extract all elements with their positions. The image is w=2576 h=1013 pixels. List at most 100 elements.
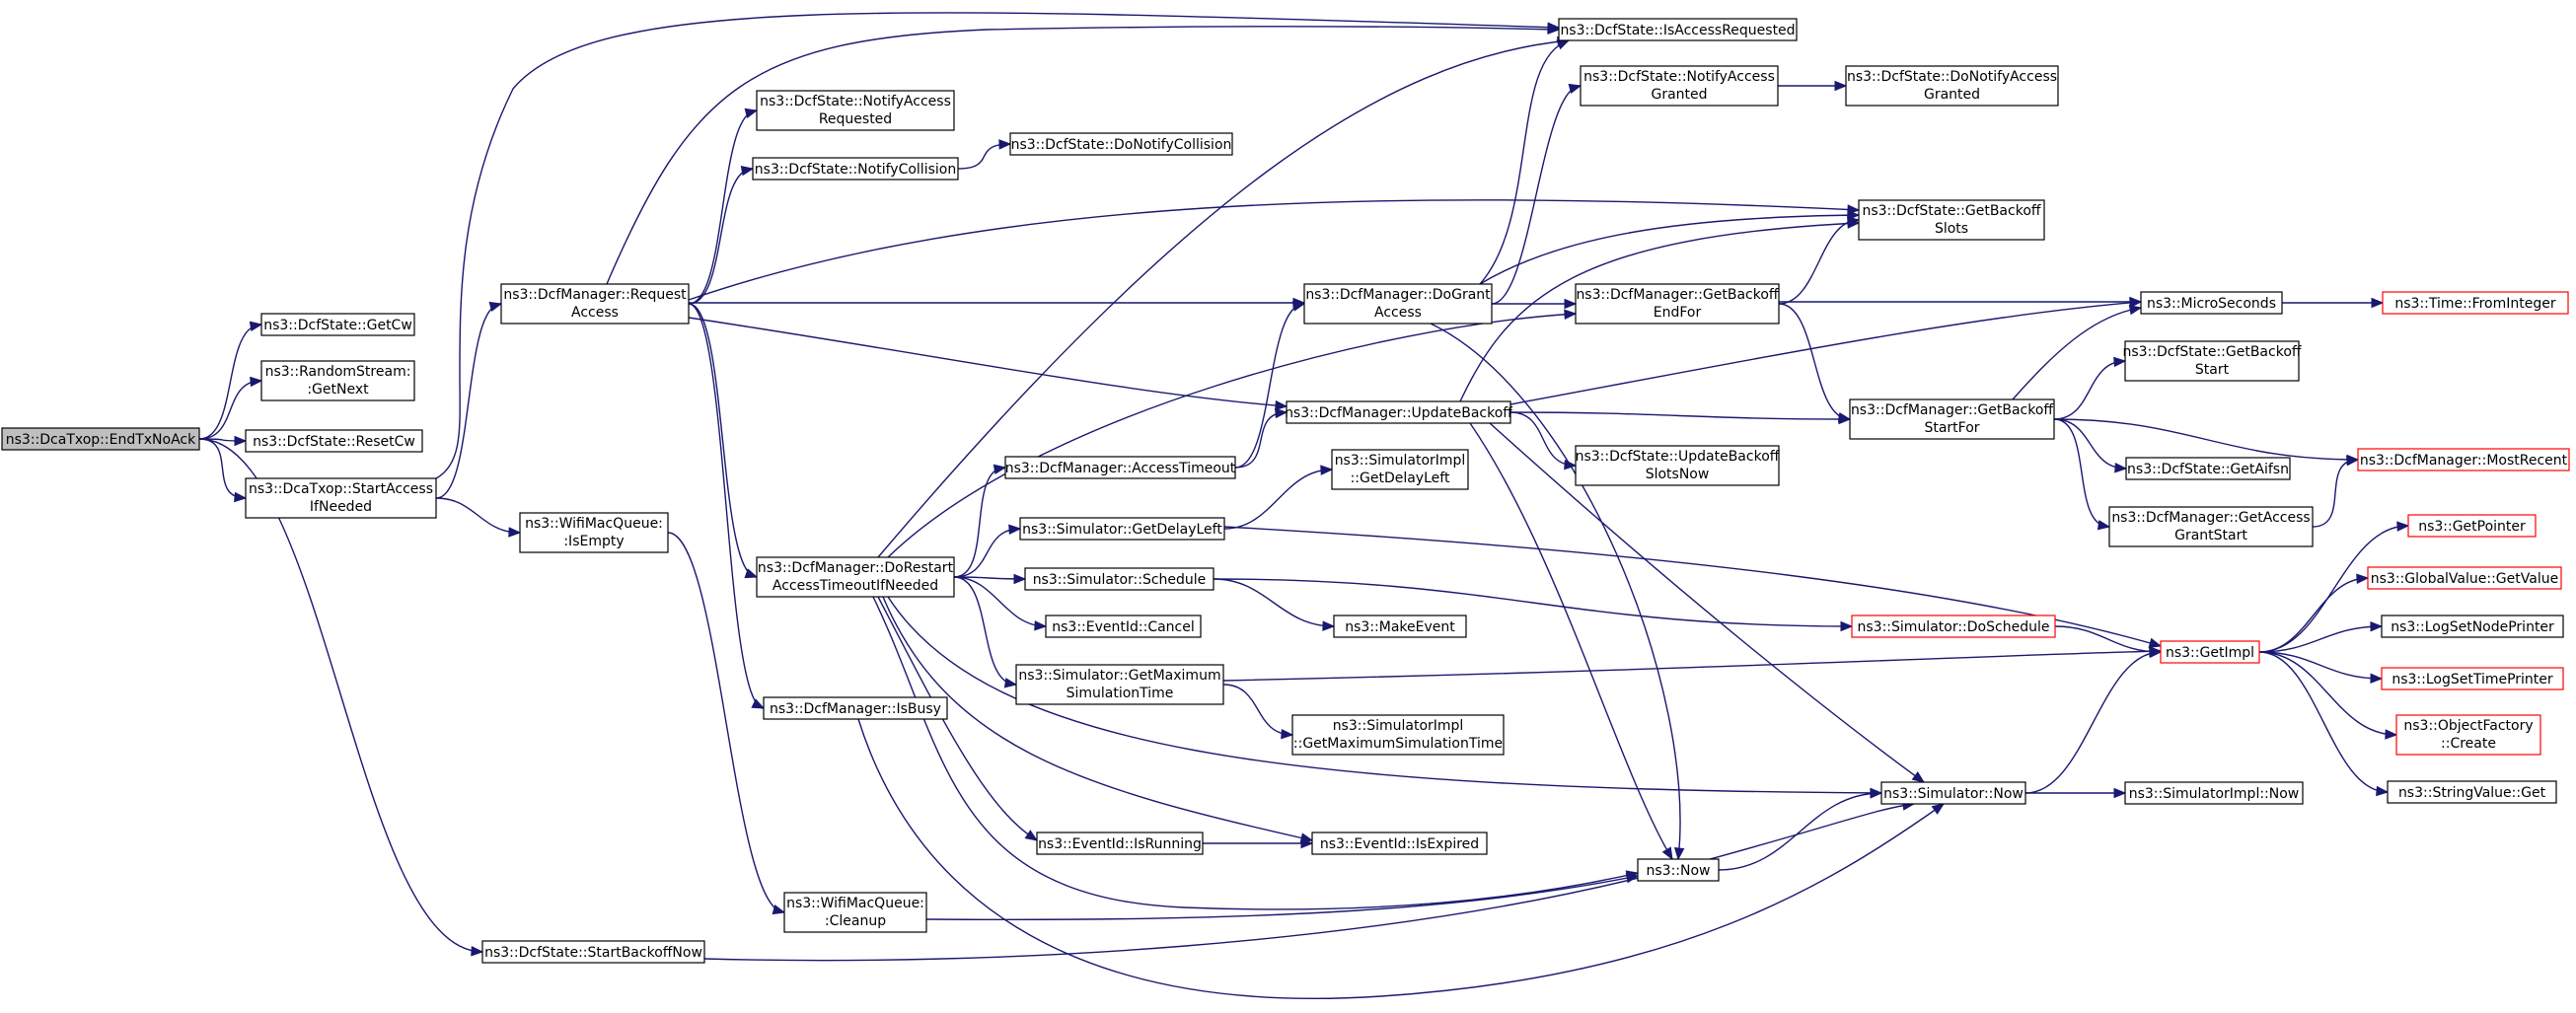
graph-node-microseconds[interactable]: ns3::MicroSeconds (2140, 291, 2283, 315)
edge-dcatxop-startaccessifneeded-to-dcfmanager-requestaccess (435, 303, 502, 499)
arrowhead (234, 435, 248, 447)
node-box (2395, 714, 2541, 756)
graph-node-eventid-isexpired[interactable]: ns3::EventId::IsExpired (1311, 832, 1488, 855)
arrowhead (1281, 728, 1294, 740)
edge-wifimacqueue-cleanup-to-now (925, 875, 1639, 921)
graph-node-dcfmanager-accesstimeout[interactable]: ns3::DcfManager::AccessTimeout (1004, 456, 1236, 479)
arrowhead (1673, 847, 1685, 861)
graph-node-dcatxop-endtxnoack[interactable]: ns3::DcaTxop::EndTxNoAck (1, 427, 200, 451)
node-label: ns3::DcaTxop::StartAccess (249, 481, 433, 497)
edge-dcfmanager-dograntaccess-to-dcfstate-notifyaccessgranted (1491, 85, 1582, 305)
edge-getimpl-to-stringvalue-get (2258, 651, 2389, 793)
graph-node-simulator-getdelayleft[interactable]: ns3::Simulator::GetDelayLeft (1019, 517, 1225, 541)
graph-node-stringvalue-get[interactable]: ns3::StringValue::Get (2387, 780, 2557, 804)
node-box (2124, 781, 2304, 805)
graph-node-simulator-schedule[interactable]: ns3::Simulator::Schedule (1024, 567, 1214, 591)
edge-dcfmanager-accesstimeout-to-dcfmanager-updatebackoff (1234, 411, 1288, 469)
arrowhead (751, 698, 766, 709)
node-label: ns3::LogSetTimePrinter (2392, 672, 2553, 687)
node-box (1024, 567, 1214, 591)
graph-node-now[interactable]: ns3::Now (1637, 858, 1720, 882)
graph-node-simulator-doschedule[interactable]: ns3::Simulator::DoSchedule (1851, 615, 2056, 638)
arrowhead (1834, 80, 1848, 92)
graph-node-getimpl[interactable]: ns3::GetImpl (2160, 640, 2260, 664)
graph-node-dcfstate-startbackoffnow[interactable]: ns3::DcfState::StartBackoffNow (481, 940, 705, 964)
edge-dcatxop-startaccessifneeded-to-dcfstate-isaccessrequested (435, 12, 1560, 479)
node-label: ns3::LogSetNodePrinter (2391, 619, 2554, 635)
graph-node-getpointer[interactable]: ns3::GetPointer (2407, 514, 2537, 538)
node-label: ns3::WifiMacQueue: (786, 896, 924, 911)
graph-node-dcfstate-getaifsn[interactable]: ns3::DcfState::GetAifsn (2125, 457, 2291, 480)
graph-node-eventid-isrunning[interactable]: ns3::EventId::IsRunning (1036, 832, 1204, 855)
graph-node-dcfstate-resetcw[interactable]: ns3::DcfState::ResetCw (245, 429, 423, 453)
edge-dcfmanager-getbackoffstartfor-to-dcfstate-getbackoffstart (2053, 360, 2126, 420)
arrowhead (2370, 673, 2384, 685)
arrowhead (2385, 729, 2398, 740)
arrowhead (740, 165, 755, 177)
arrowhead (993, 464, 1007, 474)
graph-node-dcfmanager-dorestartaccesstimeoutifneeded[interactable]: ns3::DcfManager::DoRestartAccessTimeoutI… (756, 556, 955, 598)
graph-node-randomstream-getnext[interactable]: ns3::RandomStream::GetNext (260, 360, 415, 401)
graph-node-dcfstate-isaccessrequested[interactable]: ns3::DcfState::IsAccessRequested (1558, 18, 1798, 41)
graph-node-dcfmanager-mostrecent[interactable]: ns3::DcfManager::MostRecent (2357, 448, 2570, 471)
node-label: ns3::WifiMacQueue: (525, 516, 663, 532)
graph-node-dcfmanager-isbusy[interactable]: ns3::DcfManager::IsBusy (763, 696, 948, 720)
node-box (260, 313, 415, 336)
graph-node-globalvalue-getvalue[interactable]: ns3::GlobalValue::GetValue (2367, 566, 2562, 590)
edge-dcfmanager-dograntaccess-to-dcfstate-getbackoffslots (1479, 214, 1860, 285)
node-label: Start (2195, 362, 2230, 378)
arrowhead (2097, 520, 2111, 531)
graph-node-dcfstate-notifycollision[interactable]: ns3::DcfState::NotifyCollision (752, 157, 959, 181)
graph-node-simulatorimpl-now[interactable]: ns3::SimulatorImpl::Now (2124, 781, 2304, 805)
graph-node-simulatorimpl-getmaximumsimulationtime[interactable]: ns3::SimulatorImpl::GetMaximumSimulation… (1291, 714, 1505, 756)
graph-node-dcfstate-donotifycollision[interactable]: ns3::DcfState::DoNotifyCollision (1009, 132, 1233, 156)
graph-node-simulator-now[interactable]: ns3::Simulator::Now (1880, 781, 2026, 805)
graph-node-logsetnodeprinter[interactable]: ns3::LogSetNodePrinter (2381, 615, 2564, 638)
graph-node-logsettimeprinter[interactable]: ns3::LogSetTimePrinter (2381, 667, 2564, 690)
node-box (1580, 65, 1779, 107)
arrowhead (1840, 620, 1854, 632)
node-box (2381, 667, 2564, 690)
node-label: SlotsNow (1646, 467, 1710, 482)
node-box (1845, 65, 2059, 107)
graph-node-time-frominteger[interactable]: ns3::Time::FromInteger (2382, 291, 2569, 315)
node-label: ns3::DcfManager::GetBackoff (1851, 402, 2053, 418)
graph-node-simulator-getmaximumsimulationtime[interactable]: ns3::Simulator::GetMaximumSimulationTime (1015, 664, 1224, 705)
node-label: EndFor (1654, 305, 1702, 321)
arrowhead (1931, 803, 1946, 815)
graph-node-wifimacqueue-isempty[interactable]: ns3::WifiMacQueue::IsEmpty (519, 512, 669, 553)
edge-dcfmanager-dorestartaccesstimeoutifneeded-to-dcfmanager-accesstimeout (953, 467, 1006, 578)
edge-getimpl-to-logsetnodeprinter (2258, 625, 2383, 653)
arrowhead (2113, 356, 2127, 368)
node-label: ns3::DcfManager::Request (503, 287, 687, 303)
graph-node-dcfstate-getcw[interactable]: ns3::DcfState::GetCw (260, 313, 415, 336)
node-box (2160, 640, 2260, 664)
graph-node-objectfactory-create[interactable]: ns3::ObjectFactory::Create (2395, 714, 2541, 756)
node-box (1, 427, 200, 451)
arrowhead (998, 139, 1012, 150)
graph-node-makeevent[interactable]: ns3::MakeEvent (1333, 615, 1467, 638)
graph-node-wifimacqueue-cleanup[interactable]: ns3::WifiMacQueue::Cleanup (783, 892, 927, 933)
node-box (756, 556, 955, 598)
arrowhead (2346, 455, 2360, 467)
arrowhead (1013, 573, 1027, 585)
graph-node-simulatorimpl-getdelayleft[interactable]: ns3::SimulatorImpl::GetDelayLeft (1331, 449, 1469, 490)
edge-dcfmanager-dograntaccess-to-now (1430, 323, 1681, 860)
graph-node-eventid-cancel[interactable]: ns3::EventId::Cancel (1045, 615, 1202, 638)
node-label: ns3::SimulatorImpl (1333, 718, 1464, 734)
edge-simulator-schedule-to-simulator-doschedule (1213, 578, 1853, 627)
graph-node-dcfmanager-updatebackoff[interactable]: ns3::DcfManager::UpdateBackoff (1285, 400, 1512, 424)
edge-dcfmanager-dorestartaccesstimeoutifneeded-to-simulator-getdelayleft (953, 528, 1021, 578)
